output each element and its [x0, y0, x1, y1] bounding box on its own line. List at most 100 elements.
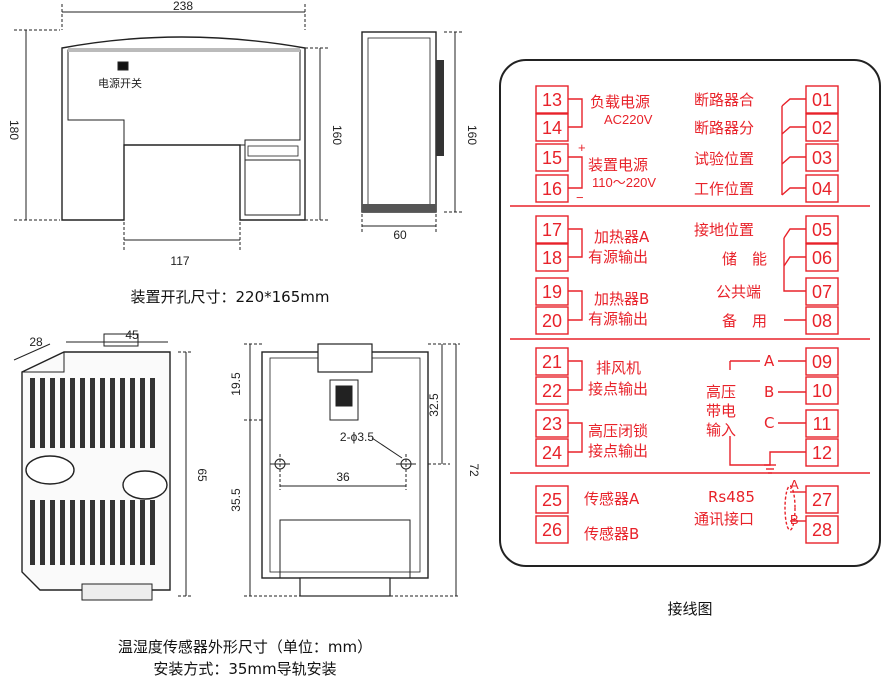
- right-terminal-number: 01: [812, 90, 832, 110]
- right-terminal-box: [805, 174, 839, 203]
- left-terminal-box: [535, 485, 569, 514]
- left-terminal-number: 13: [542, 90, 562, 110]
- dim-sensor-height-65: 65: [195, 468, 209, 482]
- label-device-power: 装置电源: [588, 156, 648, 174]
- label-common: 公共端: [716, 283, 761, 301]
- right-terminal-box: [805, 485, 839, 514]
- label-rs485: Rs485: [708, 488, 755, 506]
- right-wiring-lines: [729, 98, 806, 531]
- label-breaker-close: 断路器合: [694, 91, 754, 109]
- right-terminal-box: [805, 515, 839, 544]
- left-wiring-lines: [510, 98, 870, 474]
- label-test-position: 试验位置: [694, 150, 754, 168]
- right-terminal-number: 03: [812, 148, 832, 168]
- dim-sensor-lower-35-5: 35.5: [229, 488, 243, 512]
- label-phase-b: B: [764, 383, 774, 401]
- left-terminal-box: [535, 277, 569, 306]
- sensor-front-view: [244, 343, 460, 597]
- right-terminal-box: [805, 113, 839, 142]
- label-hv-line3: 输入: [706, 421, 736, 439]
- right-terminal-box: [805, 376, 839, 405]
- left-terminal-box: [535, 243, 569, 272]
- left-terminal-number: 20: [542, 311, 562, 331]
- right-terminal-box: [805, 243, 839, 272]
- dim-height-160-mid: 160: [330, 125, 344, 145]
- label-bus-b: B: [790, 512, 799, 527]
- label-device-voltage: 110～220V: [592, 175, 656, 190]
- right-terminal-number: 05: [812, 220, 832, 240]
- right-terminal-number: 28: [812, 520, 832, 540]
- device-cutout-caption: 装置开孔尺寸：220*165mm: [131, 288, 330, 306]
- label-plus: +: [578, 140, 586, 155]
- sensor-caption-line2: 安装方式：35mm导轨安装: [153, 660, 336, 678]
- left-terminal-number: 22: [542, 381, 562, 401]
- wiring-panel-frame: [499, 59, 881, 567]
- label-storage: 储 能: [722, 250, 767, 268]
- label-comm-port: 通讯接口: [694, 510, 754, 528]
- label-heater-a-output: 有源输出: [588, 248, 648, 266]
- left-terminal-box: [535, 376, 569, 405]
- right-terminal-number: 02: [812, 118, 832, 138]
- left-terminal-number: 16: [542, 179, 562, 199]
- left-terminal-box: [535, 438, 569, 467]
- label-fan: 排风机: [596, 359, 641, 377]
- left-terminal-number: 24: [542, 443, 562, 463]
- right-terminal-box: [805, 306, 839, 335]
- label-heater-b-output: 有源输出: [588, 310, 648, 328]
- left-terminal-box: [535, 215, 569, 244]
- device-side-view: [361, 31, 462, 232]
- dim-height-180: 180: [7, 120, 21, 140]
- hole-spec-label: 2-ϕ3.5: [340, 430, 374, 444]
- label-minus: −: [576, 190, 584, 205]
- dim-sensor-top-19-5: 19.5: [229, 372, 243, 396]
- left-terminal-number: 23: [542, 414, 562, 434]
- right-terminal-number: 11: [813, 414, 832, 434]
- label-hv-lock-output: 接点输出: [588, 442, 648, 460]
- right-terminal-number: 09: [812, 352, 832, 372]
- label-load-voltage: AC220V: [604, 112, 653, 127]
- left-terminal-box: [535, 174, 569, 203]
- left-terminal-number: 25: [542, 490, 562, 510]
- dim-hole-spacing-36: 36: [336, 470, 350, 484]
- label-fan-output: 接点输出: [588, 380, 648, 398]
- right-terminal-number: 08: [812, 311, 832, 331]
- label-phase-a: A: [764, 352, 775, 370]
- right-terminal-number: 12: [812, 443, 832, 463]
- right-terminal-number: 27: [812, 490, 832, 510]
- sensor-vents-lower: [30, 500, 155, 565]
- dim-height-160-side: 160: [465, 125, 479, 145]
- sensor-vents-upper: [30, 378, 155, 448]
- label-phase-c: C: [764, 414, 774, 432]
- left-terminal-number: 21: [542, 352, 562, 372]
- power-switch-label: 电源开关: [98, 76, 142, 90]
- right-terminal-number: 07: [812, 282, 832, 302]
- label-bus-a: A: [790, 477, 799, 492]
- dim-side-60: 60: [393, 228, 407, 242]
- left-terminal-number: 18: [542, 248, 562, 268]
- left-terminal-box: [535, 515, 569, 544]
- label-heater-a: 加热器A: [594, 228, 650, 246]
- left-terminal-box: [535, 143, 569, 172]
- right-terminal-number: 06: [812, 248, 832, 268]
- left-terminal-number: 15: [542, 148, 562, 168]
- label-work-position: 工作位置: [694, 180, 754, 198]
- label-load-power: 负载电源: [590, 93, 650, 111]
- label-breaker-open: 断路器分: [694, 119, 754, 137]
- dim-sensor-total-72: 72: [467, 463, 481, 477]
- label-hv-line1: 高压: [706, 383, 736, 401]
- label-ground-position: 接地位置: [694, 221, 754, 239]
- sensor-iso-view: [13, 333, 192, 601]
- left-terminal-box: [535, 347, 569, 376]
- wiring-caption: 接线图: [667, 600, 712, 618]
- left-terminal-box: [535, 306, 569, 335]
- sensor-caption-line1: 温湿度传感器外形尺寸（单位：mm）: [118, 638, 372, 656]
- label-heater-b: 加热器B: [594, 290, 649, 308]
- label-hv-line2: 带电: [706, 402, 736, 420]
- left-terminal-number: 26: [542, 520, 562, 540]
- dim-sensor-width-45: 45: [125, 328, 139, 342]
- dim-sensor-upper-32-5: 32.5: [427, 393, 441, 417]
- label-sensor-b: 传感器B: [584, 525, 639, 543]
- dim-width-238: 238: [173, 0, 193, 13]
